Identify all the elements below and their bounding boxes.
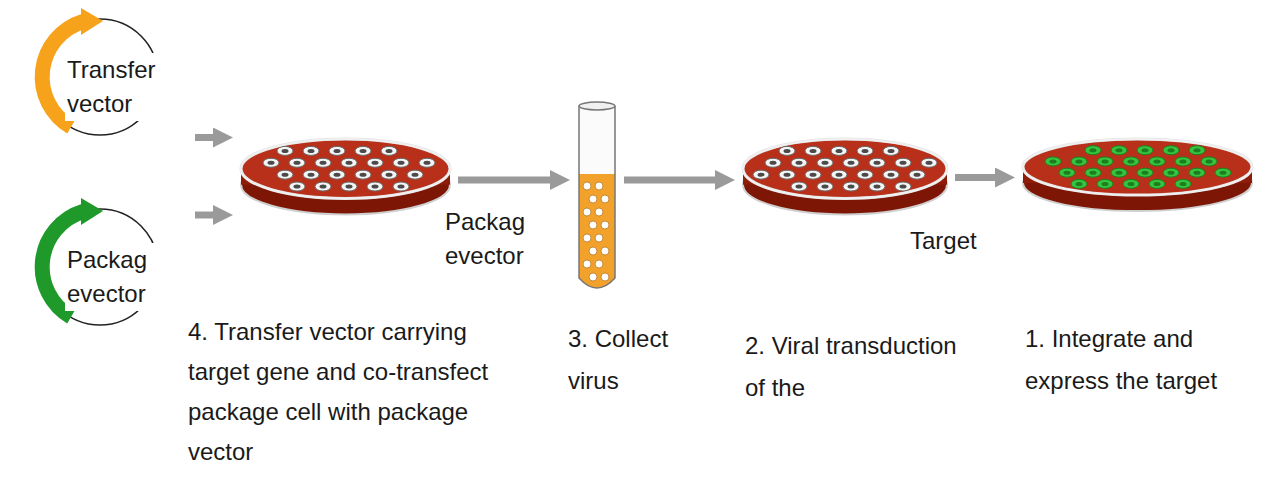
dish-drawing: [740, 135, 950, 225]
tube-body: [579, 106, 615, 288]
tube-rim: [579, 102, 615, 110]
dish-node: 1. Integrate and express the target: [1015, 135, 1263, 425]
cells: [753, 146, 937, 191]
step-caption: 4. Transfer vector carrying target gene …: [188, 312, 508, 472]
dish-drawing: [1020, 135, 1255, 220]
flow-arrow: [195, 134, 213, 141]
dish-medium: [743, 139, 947, 198]
plasmid-node: Packag evector: [15, 205, 190, 330]
tube-node: 3. Collect virus: [545, 100, 705, 406]
flow-arrow: [195, 212, 213, 219]
vector-label: Transfer vector: [65, 53, 187, 121]
step-caption: 1. Integrate and express the target: [1025, 318, 1261, 402]
flow-arrow: [624, 177, 715, 184]
tube-outline: [579, 106, 615, 288]
dish-node: 2. Viral transduction of the: [735, 135, 970, 425]
flow-arrow: [955, 174, 995, 181]
part-label: Packag evector: [445, 205, 545, 273]
part-label: Target: [910, 224, 1010, 258]
step-caption: 3. Collect virus: [568, 318, 698, 402]
flow-arrow: [458, 177, 550, 184]
dish-drawing: [238, 135, 453, 225]
plasmid-node: Transfer vector: [15, 15, 190, 140]
gene-arrowhead: [81, 8, 103, 35]
dish-rim: [1023, 139, 1252, 195]
dish-node: 4. Transfer vector carrying target gene …: [188, 135, 518, 476]
dish-medium: [1023, 139, 1252, 195]
virus-particles: [583, 182, 609, 281]
cells: [263, 146, 435, 191]
dish-rim: [241, 139, 450, 198]
tube-drawing: [575, 100, 619, 300]
dish-medium: [241, 139, 450, 198]
virus-medium: [579, 174, 615, 288]
dish-rim: [743, 139, 947, 198]
step-caption: 2. Viral transduction of the: [745, 325, 970, 409]
vector-label: Packag evector: [65, 243, 187, 311]
gene-arrowhead: [81, 198, 103, 225]
cells: [1045, 146, 1231, 189]
